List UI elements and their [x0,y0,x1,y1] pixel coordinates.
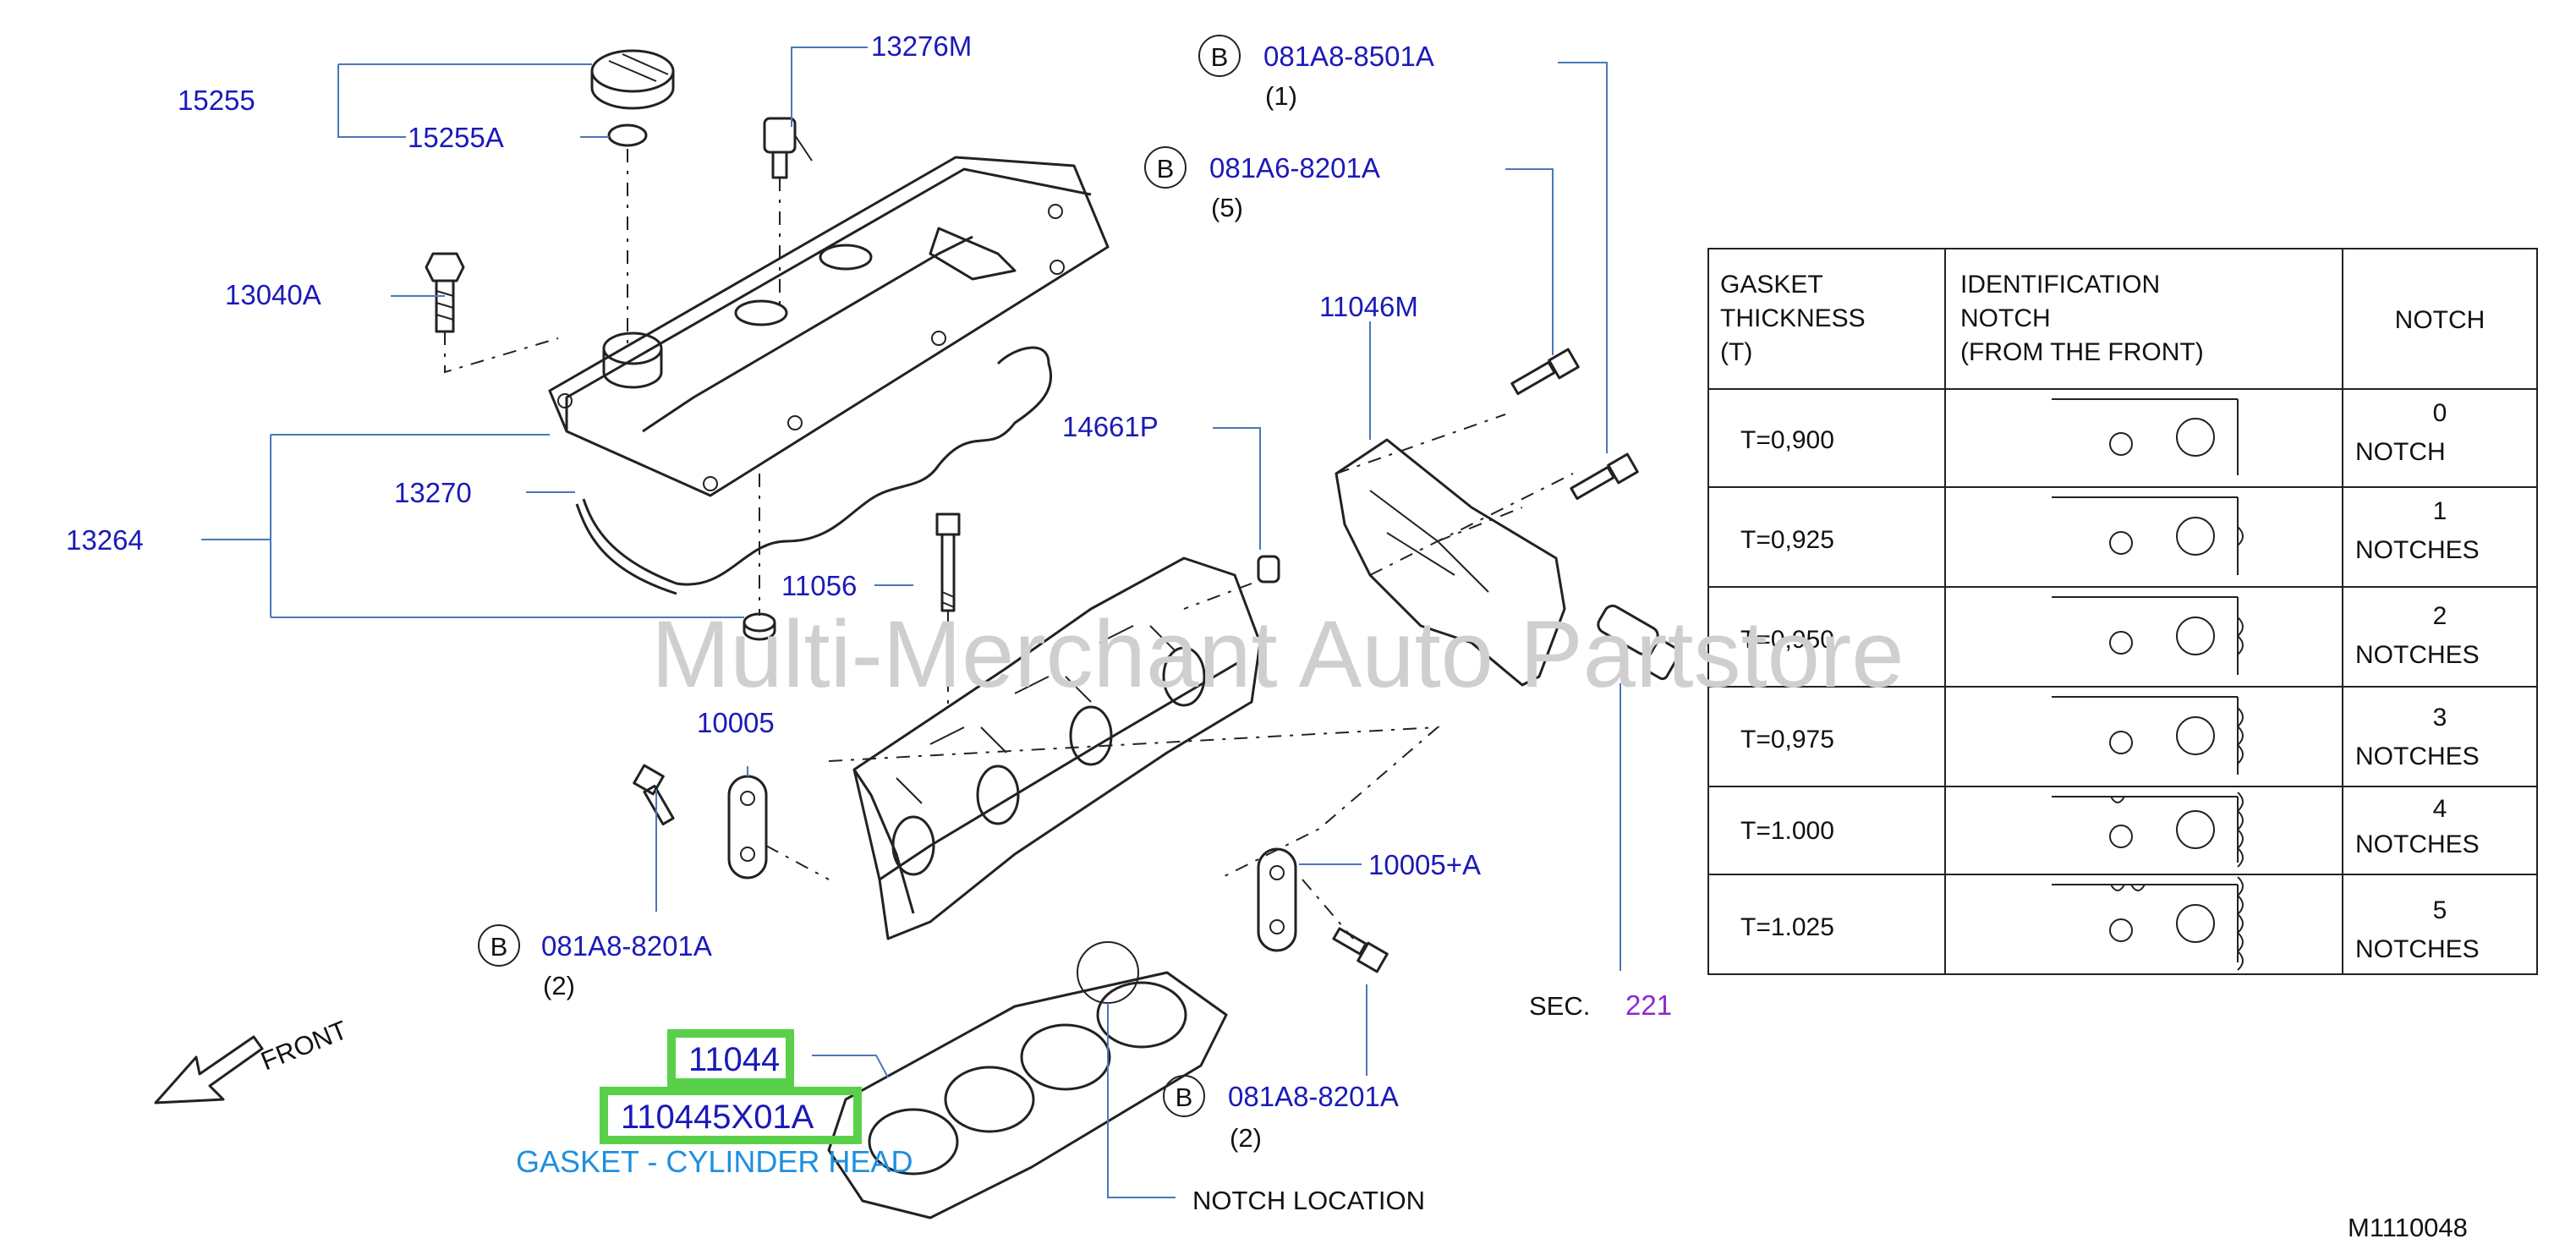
sec-label: SEC. [1529,991,1590,1021]
rocker-cover-gasket-drawing [575,346,1053,595]
front-arrow-icon [154,1035,264,1104]
notch-glyph-row-2 [2052,596,2244,675]
svg-text:B: B [1211,42,1229,72]
qty-081a8-8501a: (1) [1265,81,1297,111]
bolt-081a6-drawing [1510,348,1580,396]
table-header-identification-line2: NOTCH [1960,304,2051,332]
part-label-10005[interactable]: 10005 [697,707,775,738]
table-thickness-row-4: T=1.000 [1740,817,1834,845]
table-notch-unit-row-2: NOTCHES [2355,641,2480,669]
part-label-15255[interactable]: 15255 [178,85,255,116]
leader-lines [201,47,1621,1198]
part-label-13040a[interactable]: 13040A [225,279,321,310]
rocker-cover-drawing [548,156,1110,497]
notch-glyph-row-1 [2052,496,2244,575]
qty-081a8-8201a-right: (2) [1230,1123,1262,1153]
part-label-13270[interactable]: 13270 [394,477,472,508]
highlight-box-11044 [667,1029,794,1087]
watermark: Multi-Merchant Auto Partstore [651,601,1904,707]
bolt-081a8-left-drawing [633,764,675,826]
svg-text:B: B [491,932,508,962]
gasket-10005a-drawing [1257,847,1297,952]
qty-081a6-8201a: (5) [1211,193,1243,222]
part-label-15255a[interactable]: 15255A [408,122,504,153]
notch-glyph-row-0 [2052,398,2239,475]
part-label-13264[interactable]: 13264 [66,524,144,556]
table-notch-value-row-2: 2 [2433,602,2447,630]
diagram-id: M1110048 [2348,1213,2468,1242]
part-label-081a8-8501a[interactable]: 081A8-8501A [1263,41,1434,72]
table-thickness-row-5: T=1.025 [1740,913,1834,941]
circled-letter-b-081a6-8201a: B [1144,146,1187,189]
gasket-10005-drawing [727,775,768,880]
sensor-sec221-drawing [1597,604,1681,681]
part-label-11044[interactable]: 11044 [688,1041,780,1078]
notch-glyph-row-4 [2052,792,2244,868]
table-notch-value-row-5: 5 [2433,896,2447,924]
part-label-081a8-8201a-right[interactable]: 081A8-8201A [1228,1081,1399,1112]
circled-letter-b-081a8-right: B [1163,1075,1205,1117]
table-header-identification-line3: (FROM THE FRONT) [1960,338,2204,366]
svg-text:B: B [1176,1082,1193,1112]
table-thickness-row-3: T=0,975 [1740,726,1834,754]
bolt-13040a-drawing [425,252,465,333]
bolt-081a8-right-drawing [1332,927,1389,973]
sec-number-link[interactable]: 221 [1625,989,1672,1021]
part-label-13276m[interactable]: 13276M [871,30,972,62]
part-label-11056[interactable]: 11056 [781,570,857,601]
table-thickness-row-1: T=0,925 [1740,526,1834,554]
table-notch-unit-row-4: NOTCHES [2355,830,2480,858]
circled-letter-b-081a8-8501a: B [1198,35,1241,77]
o-ring-drawing [607,123,648,147]
head-gasket-drawing [827,941,1228,1219]
cylinder-head-drawing [852,556,1262,940]
table-header-identification-line1: IDENTIFICATION [1960,271,2160,299]
notch-glyph-row-3 [2052,696,2244,775]
part-label-14661p[interactable]: 14661P [1062,411,1159,442]
pcv-valve-drawing [763,117,813,179]
part-label-110445x01a[interactable]: 110445X01A [621,1099,814,1136]
qty-081a8-8201a-left: (2) [543,971,575,1000]
table-header-thickness-line1: GASKET [1720,271,1823,299]
part-label-081a8-8201a-left[interactable]: 081A8-8201A [541,930,712,962]
bolt-081a8-8501a-drawing [1570,452,1639,501]
front-label: FRONT [257,1015,352,1076]
assembly-dashed-lines [444,149,1574,940]
table-notch-unit-row-1: NOTCHES [2355,536,2480,564]
gasket-description: GASKET - CYLINDER HEAD [516,1144,913,1179]
notch-location-label: NOTCH LOCATION [1192,1186,1425,1215]
table-header-thickness-line3: (T) [1720,338,1752,366]
part-label-081a6-8201a[interactable]: 081A6-8201A [1209,152,1380,184]
circled-letter-b-081a8-left: B [478,924,520,967]
table-header-notch: NOTCH [2395,306,2486,334]
table-notch-value-row-4: 4 [2433,795,2447,823]
plug-14661p-drawing [1257,555,1280,584]
table-notch-value-row-0: 0 [2433,399,2447,427]
table-thickness-row-2: T=0,950 [1740,626,1834,654]
table-thickness-row-0: T=0,900 [1740,426,1834,454]
oil-filler-cap-drawing [590,49,675,110]
head-bolt-drawing [935,512,961,612]
table-notch-unit-row-5: NOTCHES [2355,935,2480,963]
notch-identification-glyphs [2052,398,2244,971]
table-header-thickness-line2: THICKNESS [1720,304,1866,332]
notch-glyph-row-5 [2052,876,2244,971]
table-notch-value-row-1: 1 [2433,497,2447,525]
part-label-11046m[interactable]: 11046M [1319,291,1418,322]
gasket-thickness-table: GASKET THICKNESS (T) IDENTIFICATION NOTC… [1707,248,2538,975]
highlight-box-110445x01a [600,1087,862,1144]
table-notch-unit-row-3: NOTCHES [2355,743,2480,770]
svg-text:B: B [1157,154,1175,184]
part-label-10005a[interactable]: 10005+A [1368,849,1481,880]
table-notch-value-row-3: 3 [2433,704,2447,732]
table-notch-unit-row-0: NOTCH [2355,438,2446,466]
